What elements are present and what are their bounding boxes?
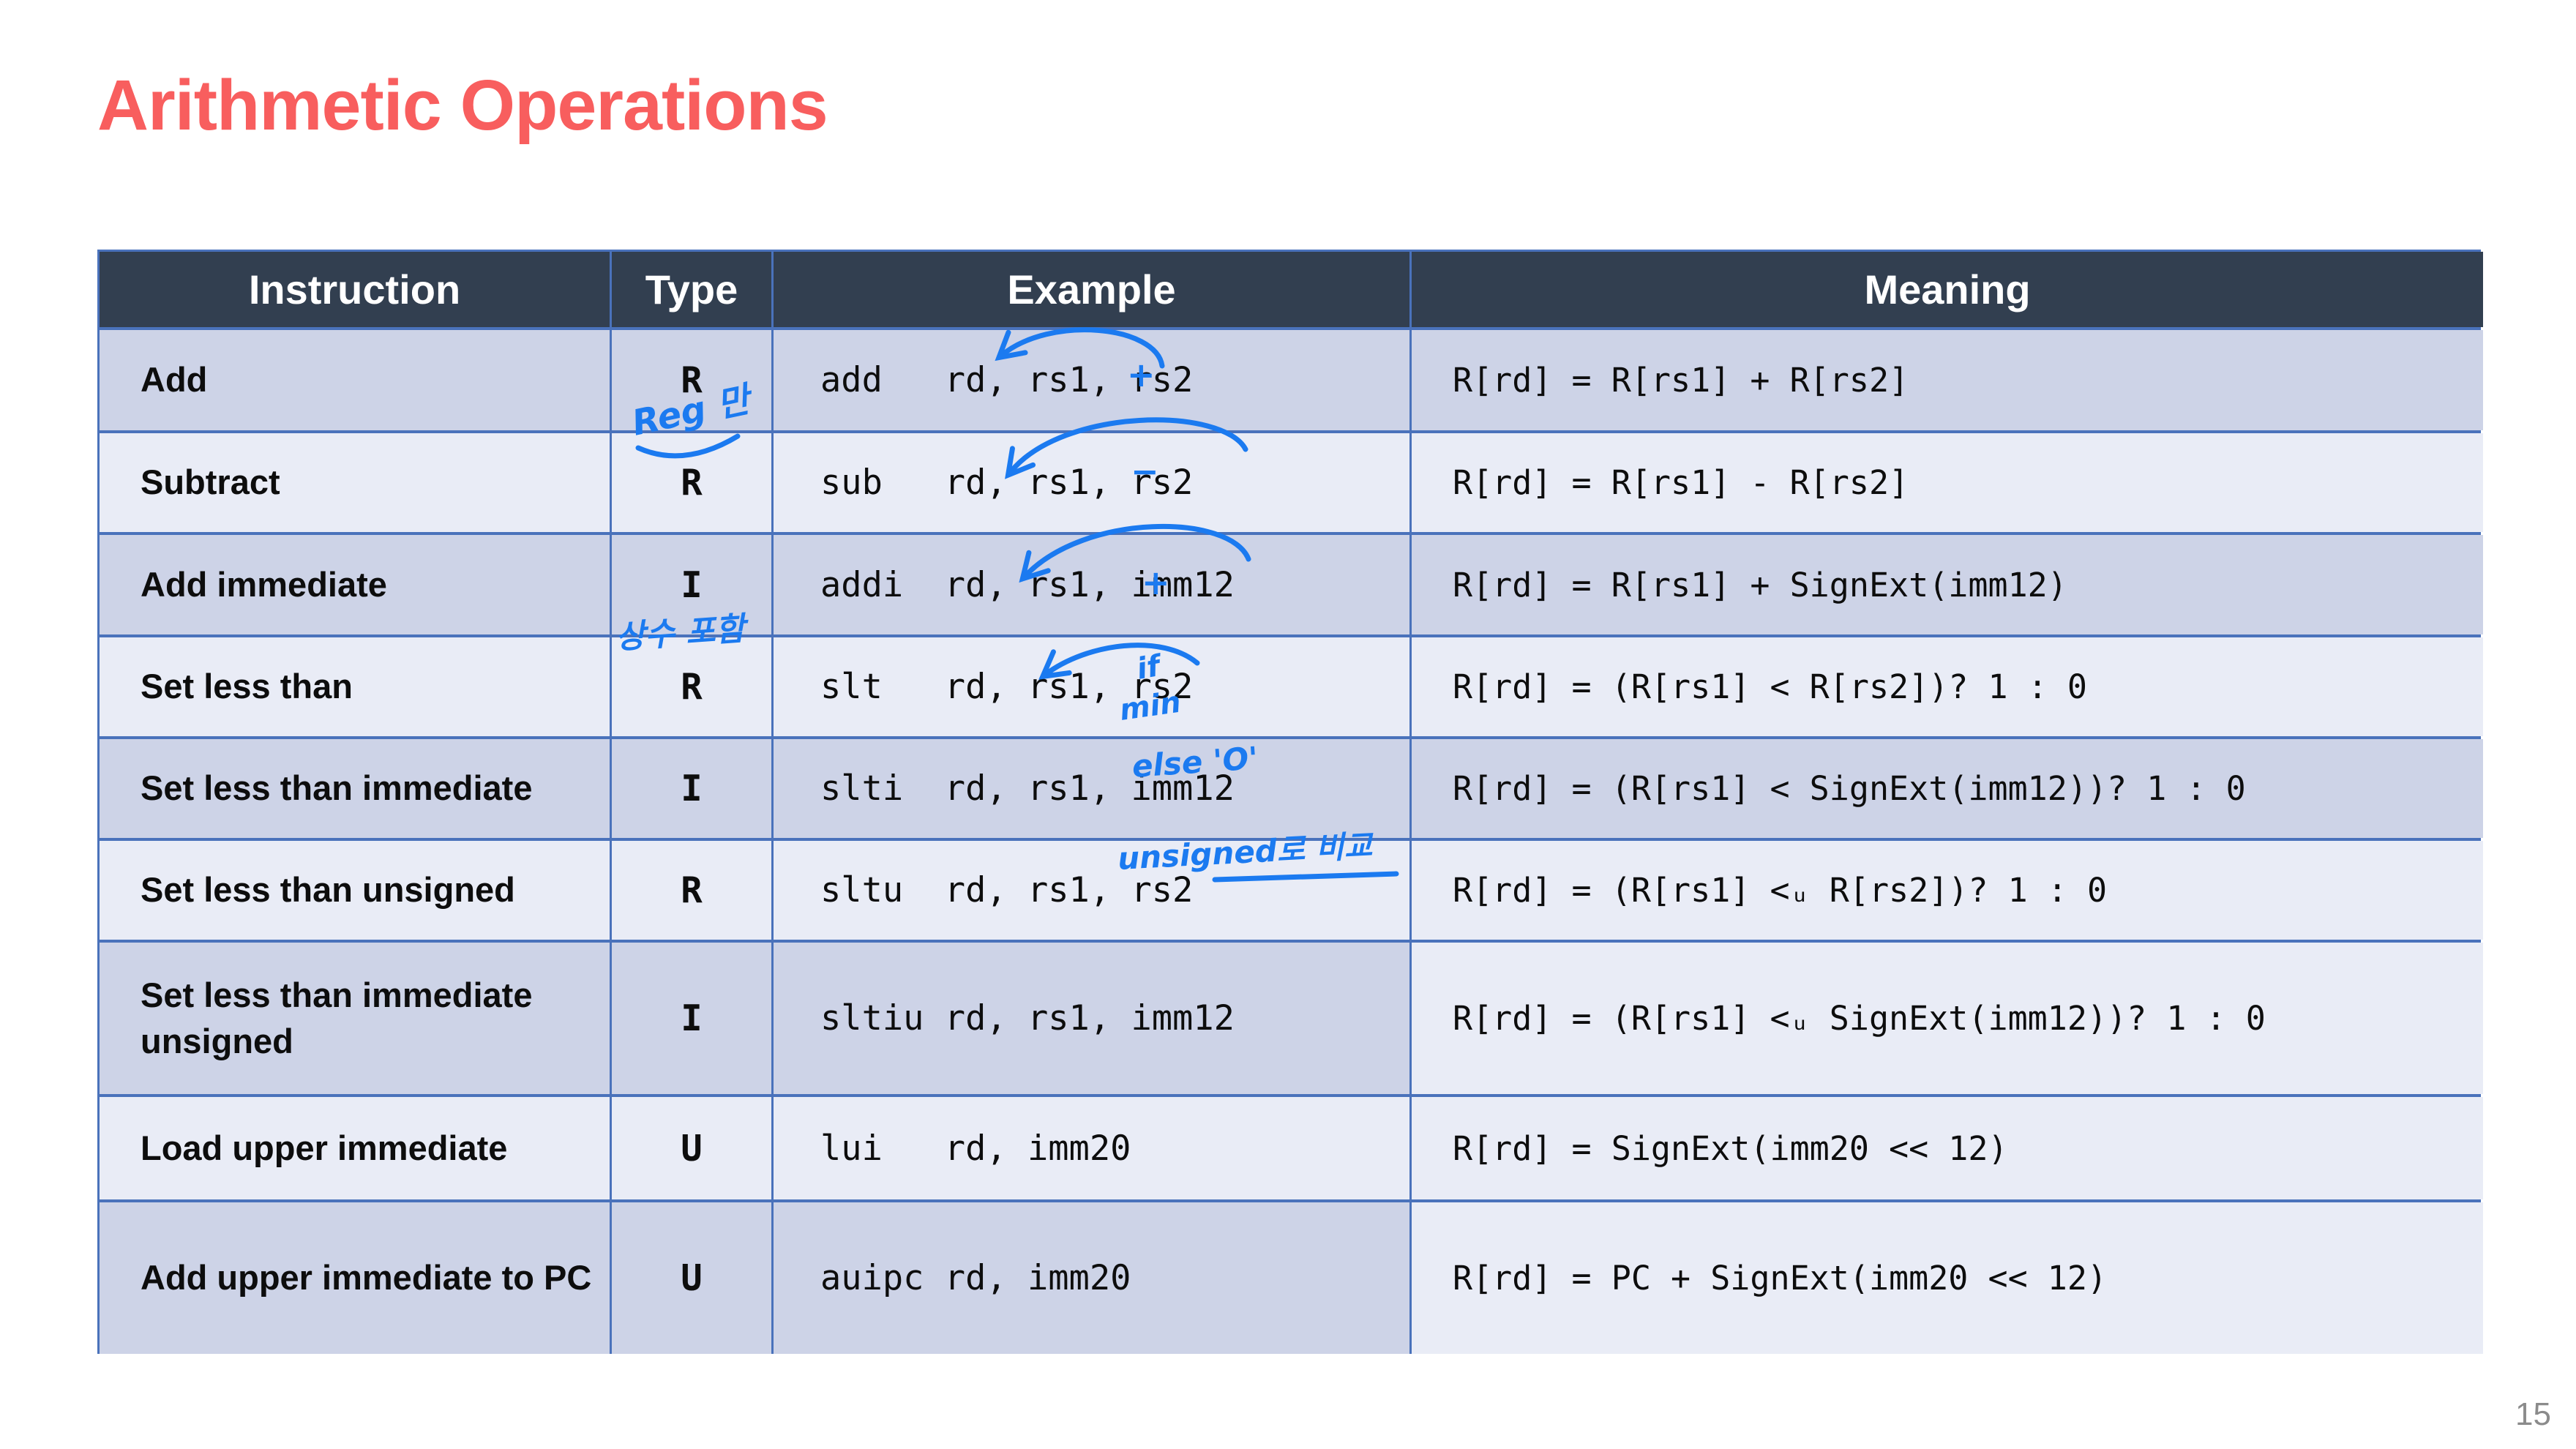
instruction-cell: Add immediate	[100, 535, 610, 634]
type-cell: U	[612, 1097, 771, 1199]
col-header-instruction: Instruction	[100, 252, 610, 327]
instruction-cell: Set less than immediate unsigned	[100, 943, 610, 1094]
type-cell: R	[612, 637, 771, 736]
meaning-cell: R[rd] = PC + SignExt(imm20 << 12)	[1412, 1202, 2483, 1354]
type-cell: R	[612, 841, 771, 940]
instruction-cell: Add upper immediate to PC	[100, 1202, 610, 1354]
instruction-cell: Set less than unsigned	[100, 841, 610, 940]
meaning-cell: R[rd] = (R[rs1] <ᵤ SignExt(imm12))? 1 : …	[1412, 943, 2483, 1094]
example-cell: slt rd, rs1, rs2	[774, 637, 1409, 736]
meaning-cell: R[rd] = R[rs1] + R[rs2]	[1412, 330, 2483, 430]
meaning-cell: R[rd] = R[rs1] - R[rs2]	[1412, 433, 2483, 532]
meaning-cell: R[rd] = SignExt(imm20 << 12)	[1412, 1097, 2483, 1199]
instruction-cell: Set less than	[100, 637, 610, 736]
type-cell: U	[612, 1202, 771, 1354]
meaning-cell: R[rd] = R[rs1] + SignExt(imm12)	[1412, 535, 2483, 634]
example-cell: add rd, rs1, rs2	[774, 330, 1409, 430]
example-cell: sltu rd, rs1, rs2	[774, 841, 1409, 940]
type-cell: I	[612, 739, 771, 838]
meaning-cell: R[rd] = (R[rs1] <ᵤ R[rs2])? 1 : 0	[1412, 841, 2483, 940]
page-number: 15	[2515, 1396, 2551, 1432]
meaning-cell: R[rd] = (R[rs1] < R[rs2])? 1 : 0	[1412, 637, 2483, 736]
instruction-table: Instruction Type Example Meaning Add R a…	[97, 250, 2483, 1354]
instruction-cell: Load upper immediate	[100, 1097, 610, 1199]
col-header-type: Type	[612, 252, 771, 327]
col-header-meaning: Meaning	[1412, 252, 2483, 327]
type-cell: R	[612, 330, 771, 430]
example-cell: addi rd, rs1, imm12	[774, 535, 1409, 634]
instruction-cell: Set less than immediate	[100, 739, 610, 838]
example-cell: auipc rd, imm20	[774, 1202, 1409, 1354]
type-cell: R	[612, 433, 771, 532]
type-cell: I	[612, 535, 771, 634]
slide-title: Arithmetic Operations	[97, 65, 828, 145]
meaning-cell: R[rd] = (R[rs1] < SignExt(imm12))? 1 : 0	[1412, 739, 2483, 838]
type-cell: I	[612, 943, 771, 1094]
col-header-example: Example	[774, 252, 1409, 327]
example-cell: sub rd, rs1, rs2	[774, 433, 1409, 532]
example-cell: sltiu rd, rs1, imm12	[774, 943, 1409, 1094]
example-cell: lui rd, imm20	[774, 1097, 1409, 1199]
instruction-cell: Subtract	[100, 433, 610, 532]
instruction-cell: Add	[100, 330, 610, 430]
example-cell: slti rd, rs1, imm12	[774, 739, 1409, 838]
